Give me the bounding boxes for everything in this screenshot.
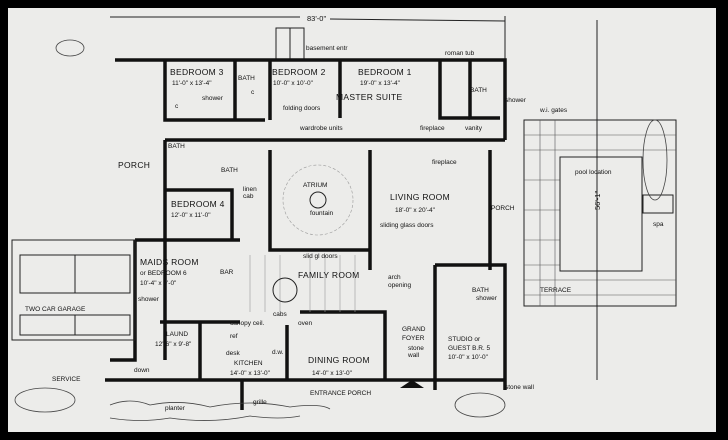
bath-label: BATH (238, 75, 255, 82)
master-suite-label: MASTER SUITE (336, 92, 402, 102)
pool-note: pool location (575, 169, 612, 176)
living-room-label: LIVING ROOM (390, 192, 450, 202)
cabs-note: cabs (273, 311, 287, 318)
stone-wall-ext-note: stone wall (505, 384, 534, 391)
entrance-porch-label: ENTRANCE PORCH (310, 390, 371, 397)
width-dimension: 83'-0" (110, 14, 506, 60)
arch-note2: opening (388, 282, 412, 289)
bedroom1-label: BEDROOM 1 (358, 67, 412, 77)
fireplace-note: fireplace (432, 159, 457, 166)
kitchen-size: 14'-0" x 13'-0" (230, 370, 271, 377)
bedroom4-label: BEDROOM 4 (171, 199, 225, 209)
garage-label: TWO CAR GARAGE (25, 306, 86, 313)
atrium-planter (282, 164, 354, 236)
desk-note: desk (226, 350, 240, 357)
canopy-note: canopy ceil. (230, 320, 265, 327)
grille-note: grille (253, 399, 267, 406)
closet-label: c (175, 103, 179, 110)
terrace: 56'-1" (523, 20, 677, 380)
sliding-glass-note: sliding glass doors (380, 222, 434, 229)
walls (105, 58, 507, 410)
shower-note: shower (505, 97, 527, 104)
wardrobe-note: wardrobe units (299, 125, 343, 132)
grand-foyer-label2: FOYER (402, 335, 425, 342)
spa (642, 194, 674, 214)
stone-wall-note2: wall (407, 352, 420, 359)
maids-room-alt-label: or BEDROOM 6 (140, 270, 187, 277)
annotations: roman tub shower shower shower shower fo… (134, 50, 664, 412)
slid-gl-note: slid gl doors (303, 253, 338, 260)
bedroom2-size: 10'-0" x 10'-0" (273, 80, 314, 87)
shower-note: shower (476, 295, 498, 302)
down-note: down (134, 367, 150, 374)
maids-room-size: 10'-4" x 9'-0" (140, 280, 177, 287)
folding-doors-note: folding doors (283, 105, 321, 112)
linen-note2: cab (243, 193, 254, 200)
kitchen-label: KITCHEN (234, 360, 263, 367)
dining-room-label: DINING ROOM (308, 355, 370, 365)
stone-wall-note: stone (408, 345, 424, 352)
dining-room-size: 14'-0" x 13'-0" (312, 370, 353, 377)
studio-size: 10'-0" x 10'-0" (448, 354, 489, 361)
linen-note: linen (243, 186, 257, 193)
studio-label2: GUEST B.R. 5 (448, 345, 491, 352)
spa-note: spa (653, 221, 664, 228)
room-labels: BEDROOM 3 11'-0" x 13'-4" BATH BEDROOM 2… (25, 67, 572, 397)
roman-tub-note: roman tub (445, 50, 475, 57)
maids-room-label: MAIDS ROOM (140, 257, 199, 267)
ref-note: ref (230, 333, 238, 340)
vanity-note: vanity (465, 125, 483, 132)
terrace-label: TERRACE (540, 287, 572, 294)
fountain-note: fountain (310, 210, 334, 217)
gates-note: w.i. gates (539, 107, 568, 114)
width-label: 83'-0" (307, 14, 326, 23)
master-bath-label: BATH (470, 87, 487, 94)
closet-label: c (251, 89, 255, 96)
basement-note: basement entr (306, 45, 348, 52)
fountain-icon (309, 191, 327, 209)
bedroom4-size: 12'-0" x 11'-0" (171, 212, 211, 219)
grand-foyer-label: GRAND (402, 326, 426, 333)
bedroom3-size: 11'-0" x 13'-4" (172, 80, 212, 87)
living-room-size: 18'-0" x 20'-4" (395, 207, 436, 214)
depth-label: 56'-1" (593, 191, 602, 210)
shower-note: shower (138, 296, 160, 303)
laundry-size: 12'-6" x 9'-8" (155, 341, 192, 348)
bath-b-label: BATH (168, 143, 185, 150)
bath-c-label: BATH (221, 167, 238, 174)
studio-label: STUDIO or (448, 336, 481, 343)
atrium-label: ATRIUM (303, 182, 327, 189)
pool (559, 156, 643, 272)
bar-label: BAR (220, 269, 234, 276)
studio-bath-label: BATH (472, 287, 489, 294)
bedroom2-label: BEDROOM 2 (272, 67, 326, 77)
fireplace-note: fireplace (420, 125, 445, 132)
shower-note: shower (202, 95, 224, 102)
arch-note: arch (388, 274, 401, 281)
bedroom3-label: BEDROOM 3 (170, 67, 224, 77)
bedroom1-size: 19'-0" x 13'-4" (360, 80, 401, 87)
porch-right-label: PORCH (491, 205, 515, 212)
planter-note: planter (165, 405, 186, 412)
oven-note: oven (298, 320, 312, 327)
family-room-label: FAMILY ROOM (298, 270, 360, 280)
garage (11, 239, 136, 341)
porch-left-label: PORCH (118, 160, 150, 170)
service-label: SERVICE (52, 376, 81, 383)
entry-arrow-icon (400, 380, 424, 388)
family-room-floor (249, 255, 356, 312)
laundry-label: LAUND (166, 331, 188, 338)
landscaping (14, 39, 668, 421)
dw-note: d.w. (272, 349, 284, 356)
